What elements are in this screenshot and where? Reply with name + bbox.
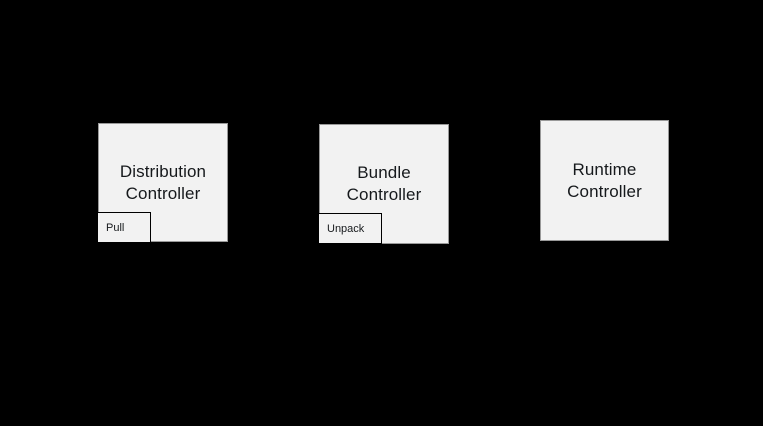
node-title-block: Distribution Controller xyxy=(114,161,212,205)
node-title-block: Bundle Controller xyxy=(341,162,428,206)
subnode-unpack-label: Unpack xyxy=(327,222,365,235)
subnode-pull-label: Pull xyxy=(106,221,125,234)
node-title-line-1: Distribution xyxy=(119,161,207,181)
node-title-line-2: Controller xyxy=(346,185,422,204)
subnode-pull[interactable]: Pull xyxy=(97,212,151,243)
node-title-line-1: Runtime xyxy=(572,159,637,179)
subnode-unpack[interactable]: Unpack xyxy=(318,213,382,244)
node-title-line-2: Controller xyxy=(567,181,642,201)
node-title-block: Runtime Controller xyxy=(561,159,648,203)
node-runtime-controller[interactable]: Runtime Controller xyxy=(540,120,669,241)
node-title-line-1: Bundle xyxy=(357,163,411,182)
node-title-line-2: Controller xyxy=(125,183,201,203)
